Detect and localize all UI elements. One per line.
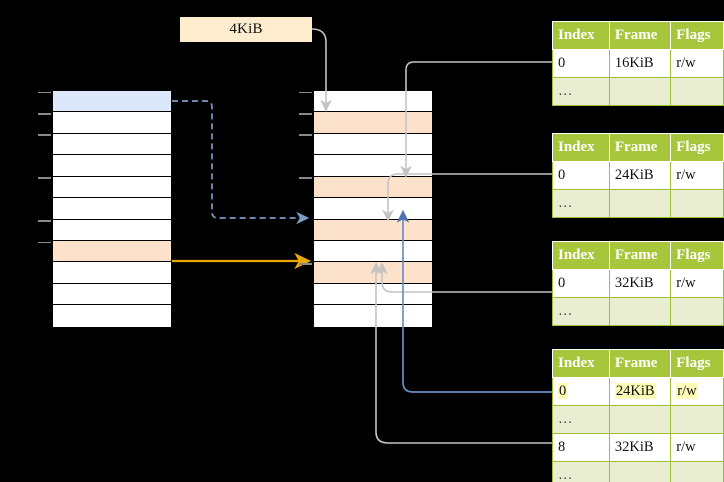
physical-memory-column [313, 90, 433, 329]
memory-row[interactable] [314, 240, 432, 263]
table-cell-frame[interactable] [608, 77, 672, 106]
memory-row[interactable] [53, 305, 171, 327]
table-cell-index[interactable]: 0 [552, 269, 610, 298]
row-tick-mark [38, 220, 51, 222]
table-cell-frame[interactable]: 24KiB [608, 161, 672, 190]
table-cell-flags[interactable] [670, 189, 724, 218]
table-cell-flags[interactable]: r/w [670, 269, 724, 298]
memory-row[interactable] [53, 219, 171, 241]
table-cell-index[interactable]: … [552, 461, 610, 482]
table-header-frame: Frame [608, 349, 672, 378]
table-cell-flags[interactable] [670, 405, 724, 434]
table-row[interactable]: 0 24KiB r/w [552, 377, 724, 406]
table-cell-frame[interactable]: 16KiB [608, 49, 672, 78]
memory-row[interactable] [53, 133, 171, 156]
table-cell-flags[interactable] [670, 77, 724, 106]
memory-row[interactable] [314, 112, 432, 134]
table-cell-index[interactable]: 0 [552, 377, 610, 406]
memory-row[interactable] [314, 219, 432, 241]
table-cell-index[interactable]: 0 [552, 161, 610, 190]
table-cell-index[interactable]: 8 [552, 433, 610, 462]
table-cell-frame[interactable] [608, 405, 672, 434]
table-cell-frame[interactable] [608, 297, 672, 326]
table-row[interactable]: … [552, 77, 724, 106]
row-tick-mark [299, 113, 312, 115]
memory-row[interactable] [53, 283, 171, 306]
table-cell-flags[interactable]: r/w [670, 161, 724, 190]
table-cell-frame[interactable] [608, 461, 672, 482]
row-tick-mark [299, 177, 312, 179]
table-header-flags: Flags [670, 21, 724, 50]
memory-row[interactable] [314, 155, 432, 177]
highlighted-value: 0 [558, 383, 568, 399]
memory-row[interactable] [314, 91, 432, 113]
row-tick-mark [38, 241, 51, 244]
row-tick-mark [38, 134, 51, 137]
highlighted-value: 24KiB [614, 383, 656, 399]
table-cell-index[interactable]: … [552, 297, 610, 326]
table-cell-index[interactable]: … [552, 77, 610, 106]
table-cell-index[interactable]: 0 [552, 49, 610, 78]
table-header-flags: Flags [670, 349, 724, 378]
table-row[interactable]: … [552, 297, 724, 326]
size-label: 4KiB [180, 17, 312, 42]
table-header-frame: Frame [608, 21, 672, 50]
row-tick-mark [299, 91, 312, 94]
table-header-frame: Frame [608, 241, 672, 270]
memory-row[interactable] [314, 262, 432, 284]
memory-row[interactable] [314, 305, 432, 327]
table-cell-flags[interactable]: r/w [670, 433, 724, 462]
memory-row[interactable] [314, 198, 432, 220]
table-cell-index[interactable]: … [552, 189, 610, 218]
table-cell-frame[interactable] [608, 189, 672, 218]
table-cell-flags[interactable]: r/w [670, 49, 724, 78]
table-header-index: Index [552, 241, 610, 270]
table-cell-index[interactable]: … [552, 405, 610, 434]
table-cell-flags[interactable] [670, 297, 724, 326]
table-row[interactable]: … [552, 405, 724, 434]
table-header-flags: Flags [670, 241, 724, 270]
memory-row[interactable] [53, 240, 171, 263]
memory-row[interactable] [53, 91, 171, 113]
memory-row[interactable] [314, 176, 432, 199]
memory-row[interactable] [314, 133, 432, 156]
virtual-address-space-column [52, 90, 172, 329]
table-cell-frame[interactable]: 24KiB [608, 377, 672, 406]
row-tick-mark [299, 263, 312, 265]
highlighted-value: r/w [676, 383, 698, 399]
table-header-index: Index [552, 349, 610, 378]
table-header-index: Index [552, 21, 610, 50]
memory-row[interactable] [53, 176, 171, 199]
table-cell-flags[interactable]: r/w [670, 377, 724, 406]
row-tick-mark [38, 177, 51, 179]
memory-row[interactable] [53, 198, 171, 220]
row-tick-mark [38, 91, 51, 94]
table-row[interactable]: … [552, 189, 724, 218]
table-row[interactable]: … [552, 461, 724, 482]
memory-row[interactable] [53, 155, 171, 177]
table-header-index: Index [552, 133, 610, 162]
row-tick-mark [38, 113, 51, 115]
wire-virtual-to-physical-dashed [172, 100, 310, 225]
table-header-frame: Frame [608, 133, 672, 162]
memory-row[interactable] [314, 283, 432, 306]
row-tick-mark [299, 134, 312, 137]
table-header-flags: Flags [670, 133, 724, 162]
table-cell-frame[interactable]: 32KiB [608, 433, 672, 462]
table-cell-flags[interactable] [670, 461, 724, 482]
memory-row[interactable] [53, 112, 171, 134]
memory-row[interactable] [53, 262, 171, 284]
table-cell-frame[interactable]: 32KiB [608, 269, 672, 298]
